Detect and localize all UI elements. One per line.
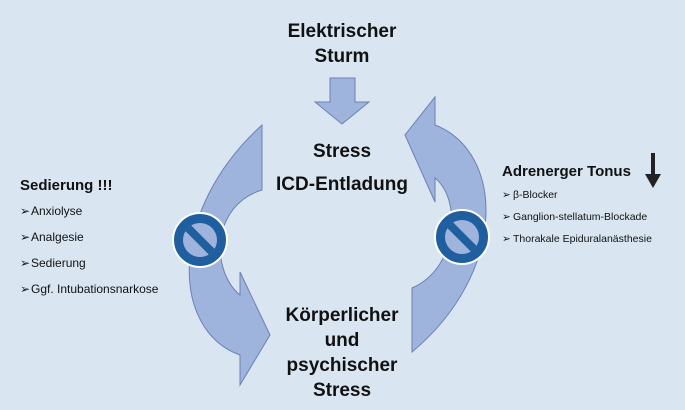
top-title: Elektrischer Sturm: [242, 19, 442, 69]
no-symbol-icon: [172, 212, 228, 268]
arrow-down-icon: [313, 77, 371, 125]
list-item-label: Ganglion-stellatum-Blockade: [513, 211, 648, 223]
left-heading: Sedierung !!!: [20, 177, 113, 194]
list-item-label: Thorakale Epiduralanästhesie: [513, 233, 652, 245]
list-item: ➢Analgesie: [20, 228, 158, 254]
list-item: ➢Anxiolyse: [20, 202, 158, 228]
list-item-label: Analgesie: [31, 230, 84, 244]
list-item: ➢Ganglion-stellatum-Blockade: [502, 209, 652, 231]
no-symbol-icon: [434, 209, 490, 265]
center-label-stress: Stress: [312, 141, 372, 162]
list-item-label: Anxiolyse: [31, 204, 83, 218]
bullet-arrow-icon: ➢: [20, 282, 31, 296]
bottom-title-line: Körperlicher: [285, 305, 399, 326]
top-title-line: Elektrischer: [287, 21, 397, 42]
bottom-title: Körperlicher und psychischer Stress: [252, 303, 432, 403]
tonus-down-arrow-icon: [645, 153, 661, 188]
bottom-title-line: und: [324, 330, 360, 351]
right-list: ➢β-Blocker ➢Ganglion-stellatum-Blockade …: [502, 187, 652, 253]
bullet-arrow-icon: ➢: [20, 256, 31, 270]
bullet-arrow-icon: ➢: [502, 211, 511, 223]
list-item-label: Sedierung: [31, 256, 86, 270]
bottom-title-line: psychischer: [286, 355, 398, 376]
curved-arrow-down-icon: [188, 123, 271, 387]
top-title-line: Sturm: [314, 46, 370, 67]
left-list: ➢Anxiolyse ➢Analgesie ➢Sedierung ➢Ggf. I…: [20, 202, 158, 306]
bullet-arrow-icon: ➢: [20, 230, 31, 244]
list-item: ➢Sedierung: [20, 254, 158, 280]
list-item: ➢β-Blocker: [502, 187, 652, 209]
list-item-label: Ggf. Intubationsnarkose: [31, 282, 159, 296]
bullet-arrow-icon: ➢: [502, 189, 511, 201]
list-item: ➢Ggf. Intubationsnarkose: [20, 280, 158, 306]
list-item-label: β-Blocker: [513, 189, 558, 201]
right-heading: Adrenerger Tonus: [502, 163, 631, 180]
bullet-arrow-icon: ➢: [20, 204, 31, 218]
center-label-icd: ICD-Entladung: [276, 174, 408, 195]
bottom-title-line: Stress: [312, 380, 372, 401]
list-item: ➢Thorakale Epiduralanästhesie: [502, 231, 652, 253]
bullet-arrow-icon: ➢: [502, 233, 511, 245]
